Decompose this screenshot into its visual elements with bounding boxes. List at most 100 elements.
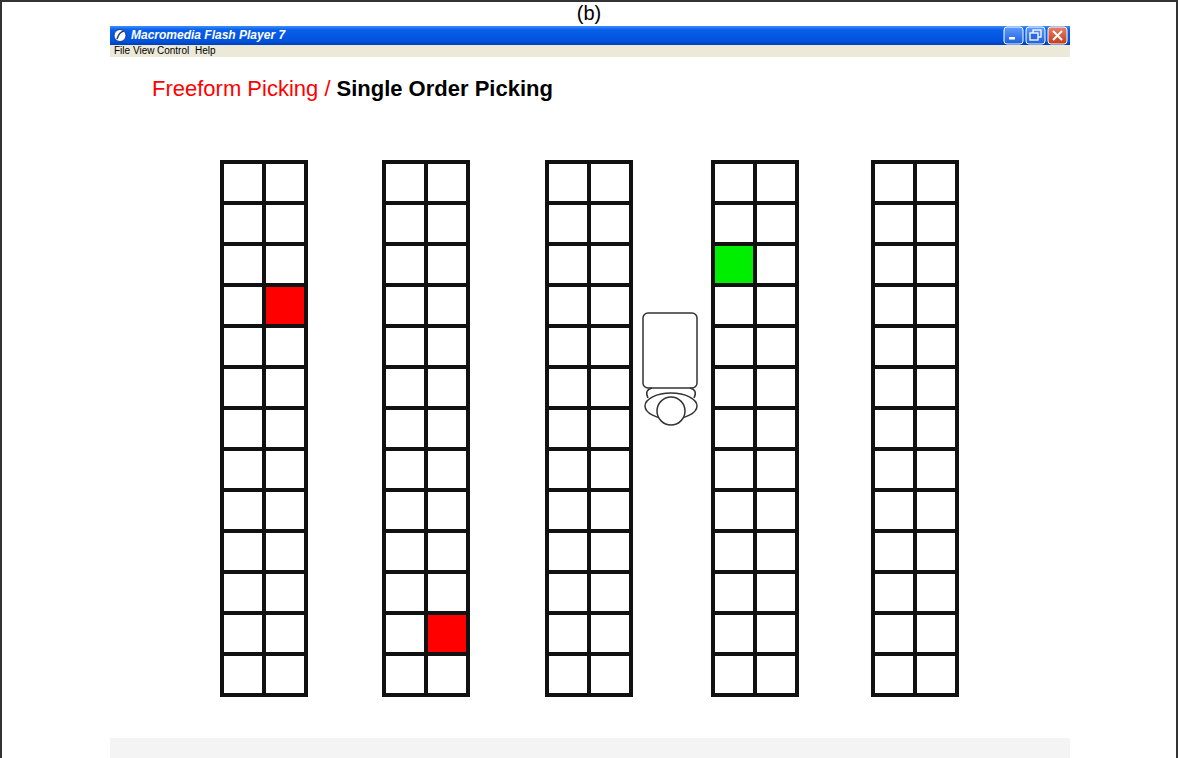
shelf-cell (589, 613, 631, 654)
shelf-cell (426, 244, 468, 285)
shelf-cell (873, 367, 915, 408)
shelf-cell (713, 244, 755, 285)
shelf-cell (873, 285, 915, 326)
shelf-cell (755, 203, 797, 244)
shelf-cell (755, 572, 797, 613)
shelf-cell (222, 449, 264, 490)
shelf-cell (222, 367, 264, 408)
shelf-cell (384, 654, 426, 695)
shelf-cell (589, 654, 631, 695)
shelf-cell (547, 203, 589, 244)
shelf-cell (264, 449, 306, 490)
shelf-cell (264, 531, 306, 572)
shelf-cell (713, 326, 755, 367)
shelf-cell (589, 244, 631, 285)
shelf-cell (547, 613, 589, 654)
shelf-cell (384, 367, 426, 408)
shelf-cell (873, 244, 915, 285)
shelf-cell (264, 572, 306, 613)
menu-item: Control (157, 45, 189, 56)
shelf-cell (713, 490, 755, 531)
shelf-cell (426, 490, 468, 531)
shelf-cell (222, 408, 264, 449)
shelf-cell (589, 326, 631, 367)
shelf-cell (384, 285, 426, 326)
shelf-cell (384, 613, 426, 654)
shelf-cell (426, 408, 468, 449)
shelf-cell (264, 203, 306, 244)
shelf-cell (713, 613, 755, 654)
shelf-cell (264, 408, 306, 449)
shelf-cell (426, 531, 468, 572)
shelf-cell (589, 203, 631, 244)
shelf-cell (547, 285, 589, 326)
mode-title: Freeform Picking / (152, 77, 331, 101)
shelf-cell (426, 162, 468, 203)
shelf-cell (589, 162, 631, 203)
panel-letter: (b) (577, 2, 601, 24)
shelf-cell (547, 449, 589, 490)
shelf-cell (547, 408, 589, 449)
shelf-cell (915, 490, 957, 531)
app-icon (114, 30, 126, 42)
shelf-cell (222, 162, 264, 203)
shelf-cell (755, 162, 797, 203)
shelf-cell (384, 449, 426, 490)
shelf-cell (547, 162, 589, 203)
shelf-racks (222, 162, 957, 695)
shelf-cell (589, 531, 631, 572)
shelf-cell (384, 572, 426, 613)
shelf-cell (713, 285, 755, 326)
shelf-cell (873, 162, 915, 203)
shelf-cell (384, 162, 426, 203)
shelf-cell (873, 531, 915, 572)
shelf-cell (755, 367, 797, 408)
shelf-cell (264, 654, 306, 695)
window-title: Macromedia Flash Player 7 (131, 29, 285, 42)
shelf-cell (264, 285, 306, 326)
shelf-cell (873, 203, 915, 244)
shelf-cell (222, 531, 264, 572)
shelf-cell (384, 326, 426, 367)
shelf-cell (713, 408, 755, 449)
shelf-cell (873, 490, 915, 531)
window-buttons (1004, 27, 1067, 44)
shelf-cell (547, 244, 589, 285)
shelf-cell (915, 162, 957, 203)
menu-item: Help (195, 45, 216, 56)
shelf-cell (713, 449, 755, 490)
menu-item: View (133, 45, 155, 56)
shelf-cell (222, 285, 264, 326)
shelf-cell (755, 613, 797, 654)
shelf-cell (915, 613, 957, 654)
shelf-cell (384, 531, 426, 572)
shelf-cell (264, 326, 306, 367)
app-icon (117, 31, 124, 39)
shelf-cell (384, 408, 426, 449)
shelf-cell (264, 490, 306, 531)
shelf-cell (755, 654, 797, 695)
shelf-cell (915, 367, 957, 408)
shelf-cell (755, 244, 797, 285)
shelf-cell (915, 326, 957, 367)
shelf-cell (873, 613, 915, 654)
shelf-cell (426, 203, 468, 244)
shelf-cell (713, 367, 755, 408)
shelf-cell (547, 367, 589, 408)
shelf-cell (755, 285, 797, 326)
shelf-cell (915, 572, 957, 613)
shelf-cell (384, 244, 426, 285)
shelf-cell (222, 203, 264, 244)
shelf-cell (713, 162, 755, 203)
shelf-cell (264, 613, 306, 654)
shelf-cell (589, 449, 631, 490)
menu-bar (110, 45, 1070, 57)
shelf-cell (384, 490, 426, 531)
shelf-cell (426, 285, 468, 326)
content-edge (110, 738, 1070, 758)
menu-item: File (114, 45, 130, 56)
shelf-cell (589, 367, 631, 408)
shelf-cell (222, 490, 264, 531)
shelf-cell (713, 203, 755, 244)
shelf-cell (873, 326, 915, 367)
